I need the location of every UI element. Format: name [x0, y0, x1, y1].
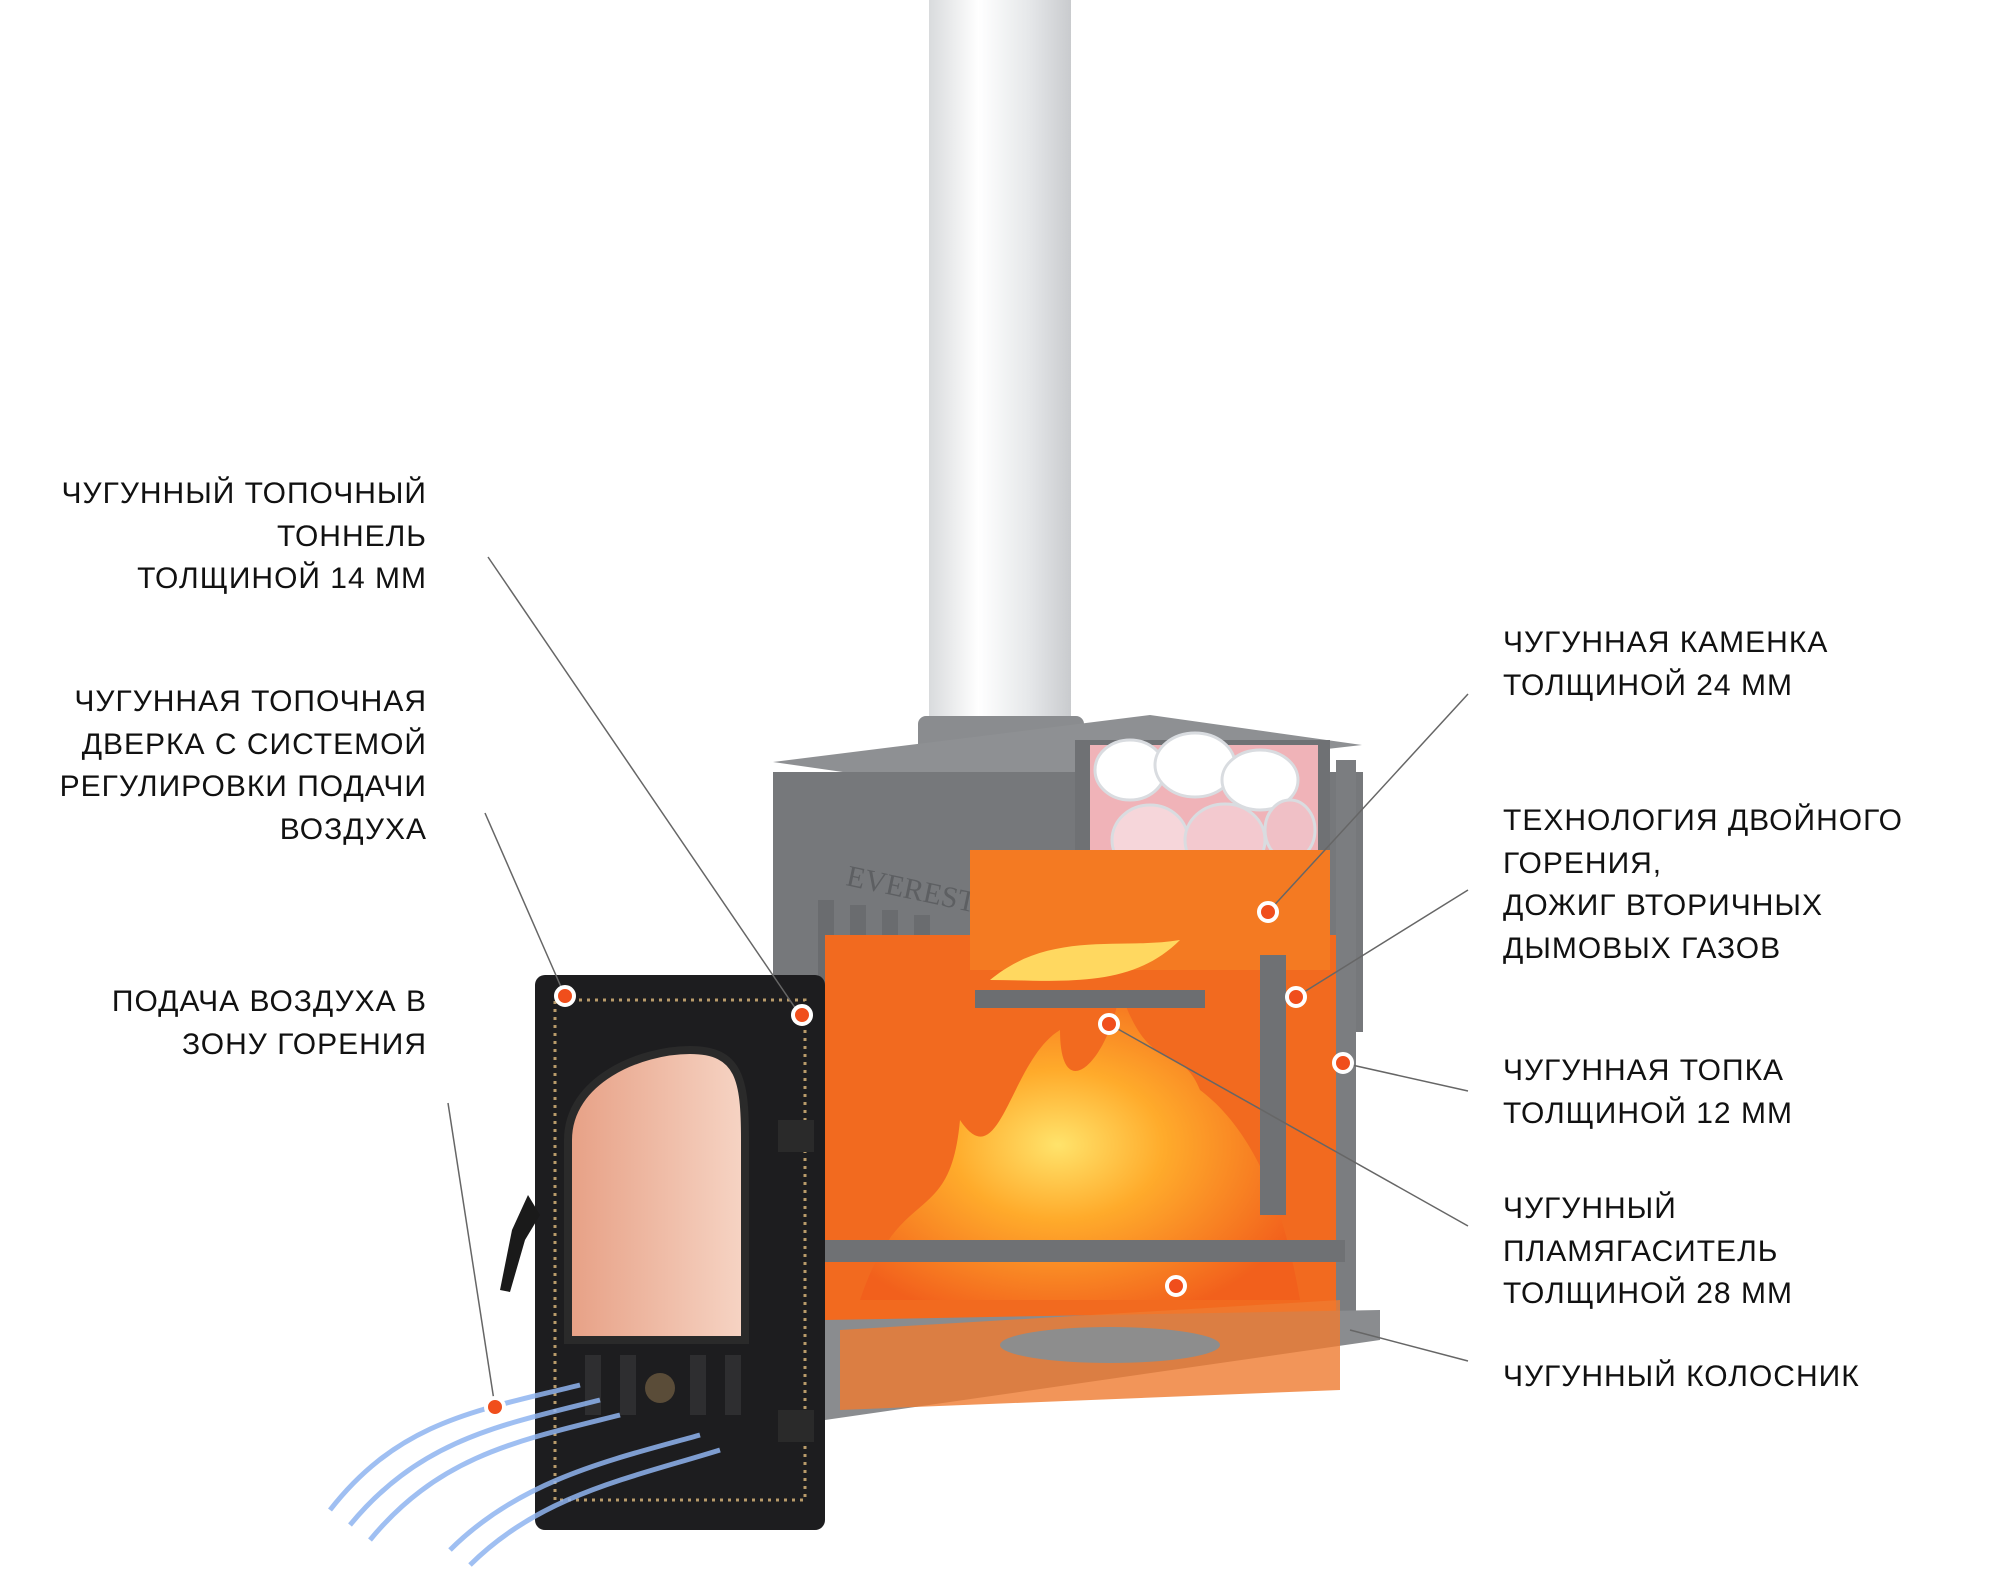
- label-topka: ЧУГУННАЯ ТОПКА ТОЛЩИНОЙ 12 ММ: [1503, 1050, 1793, 1135]
- label-line: ПОДАЧА ВОЗДУХА В: [111, 985, 427, 1018]
- flame-arrester: [975, 990, 1205, 1008]
- marker-topka: [1332, 1052, 1354, 1074]
- label-line: ТОННЕЛЬ: [276, 519, 427, 553]
- label-line: ТОЛЩИНОЙ 28 ММ: [1503, 1277, 1793, 1310]
- label-line: ТОЛЩИНОЙ 14 ММ: [137, 562, 427, 595]
- label-line: ЗОНУ ГОРЕНИЯ: [182, 1027, 427, 1061]
- marker-air: [484, 1396, 506, 1418]
- marker-kamenka: [1257, 901, 1279, 923]
- heater-box-top: [773, 715, 1362, 790]
- marker-flame-arrester: [1098, 1013, 1120, 1035]
- air-regulator-knob: [645, 1373, 675, 1403]
- stones: [1093, 731, 1317, 878]
- flames: [860, 990, 1300, 1300]
- label-line: ЧУГУННЫЙ ТОПОЧНЫЙ: [61, 477, 427, 510]
- label-grate: ЧУГУННЫЙ КОЛОСНИК: [1503, 1356, 1860, 1399]
- label-line: ТОЛЩИНОЙ 24 ММ: [1503, 668, 1793, 702]
- firebox-right-wall: [1336, 760, 1356, 1340]
- label-line: ДЫМОВЫХ ГАЗОВ: [1503, 931, 1782, 965]
- marker-door: [554, 985, 576, 1007]
- door-handle: [500, 1195, 540, 1292]
- label-line: ГОРЕНИЯ,: [1503, 846, 1663, 880]
- label-line: ТЕХНОЛОГИЯ ДВОЙНОГО: [1503, 804, 1903, 837]
- label-line: ПЛАМЯГАСИТЕЛЬ: [1503, 1234, 1779, 1268]
- label-flame-arrester: ЧУГУННЫЙ ПЛАМЯГАСИТЕЛЬ ТОЛЩИНОЙ 28 ММ: [1503, 1188, 1793, 1316]
- chimney-pipe: [929, 0, 1071, 722]
- marker-grate: [1165, 1275, 1187, 1297]
- label-kamenka: ЧУГУННАЯ КАМЕНКА ТОЛЩИНОЙ 24 ММ: [1503, 622, 1828, 707]
- leader-lines: [447, 556, 1469, 1408]
- label-line: ЧУГУННАЯ ТОПКА: [1503, 1054, 1785, 1087]
- grate: [825, 1240, 1345, 1262]
- label-line: ЧУГУННЫЙ: [1503, 1192, 1677, 1225]
- air-vents: [585, 1355, 741, 1415]
- label-line: РЕГУЛИРОВКИ ПОДАЧИ: [59, 770, 427, 803]
- label-line: ЧУГУННЫЙ КОЛОСНИК: [1503, 1360, 1860, 1393]
- label-line: ЧУГУННАЯ ТОПОЧНАЯ: [74, 685, 427, 718]
- label-line: ТОЛЩИНОЙ 12 ММ: [1503, 1096, 1793, 1130]
- label-line: ЧУГУННАЯ КАМЕНКА: [1503, 626, 1829, 659]
- label-tunnel: ЧУГУННЫЙ ТОПОЧНЫЙ ТОННЕЛЬ ТОЛЩИНОЙ 14 ММ: [62, 473, 427, 601]
- marker-tunnel: [791, 1004, 813, 1026]
- markers: [484, 901, 1354, 1418]
- marker-double-burn: [1285, 986, 1307, 1008]
- label-air-supply: ПОДАЧА ВОЗДУХА В ЗОНУ ГОРЕНИЯ: [112, 981, 427, 1066]
- label-line: ВОЗДУХА: [279, 812, 427, 846]
- label-line: ДВЕРКА С СИСТЕМОЙ: [81, 727, 427, 761]
- secondary-burn-channel: [1260, 955, 1286, 1215]
- label-double-burn: ТЕХНОЛОГИЯ ДВОЙНОГО ГОРЕНИЯ, ДОЖИГ ВТОРИ…: [1503, 800, 1903, 970]
- label-line: ДОЖИГ ВТОРИЧНЫХ: [1503, 889, 1823, 922]
- air-flow: [328, 1382, 721, 1567]
- label-door: ЧУГУННАЯ ТОПОЧНАЯ ДВЕРКА С СИСТЕМОЙ РЕГУ…: [60, 681, 427, 851]
- door-glass: [564, 1045, 749, 1344]
